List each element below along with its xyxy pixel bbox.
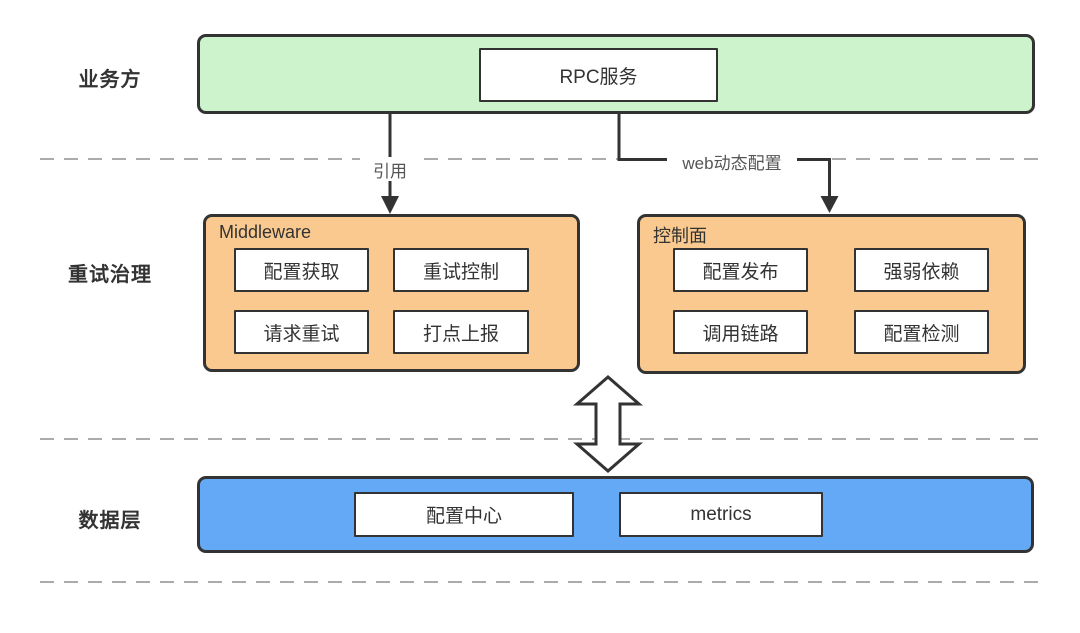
middleware-item-box: 打点上报 <box>393 310 529 354</box>
middleware-item-label: 配置获取 <box>263 261 340 283</box>
middleware-item-label: 重试控制 <box>422 261 499 283</box>
layer-label-data: 数据层 <box>78 510 142 532</box>
layer-divider-3 <box>40 581 1044 583</box>
business-container: RPC服务 <box>197 34 1035 114</box>
control-plane-item-label: 调用链路 <box>702 323 779 345</box>
reference-arrow-label: 引用 <box>360 157 420 181</box>
control-plane-item-label: 配置发布 <box>702 261 779 283</box>
metrics-box: metrics <box>619 492 823 537</box>
rpc-service-box: RPC服务 <box>479 48 718 102</box>
middleware-item-box: 重试控制 <box>393 248 529 292</box>
config-center-box: 配置中心 <box>354 492 574 537</box>
middleware-item-label: 打点上报 <box>422 323 499 345</box>
layer-label-business: 业务方 <box>78 69 142 91</box>
middleware-item-box: 请求重试 <box>234 310 369 354</box>
control-plane-item-box: 配置发布 <box>673 248 808 292</box>
control-plane-item-box: 配置检测 <box>854 310 989 354</box>
metrics-label: metrics <box>690 503 752 525</box>
config-center-label: 配置中心 <box>425 506 502 527</box>
layer-divider-1 <box>40 158 1044 160</box>
rpc-service-label: RPC服务 <box>559 66 638 88</box>
middleware-container: Middleware 配置获取 重试控制 请求重试 打点上报 <box>203 214 580 372</box>
control-plane-title: 控制面 <box>653 226 707 246</box>
middleware-item-label: 请求重试 <box>263 323 340 345</box>
middleware-title: Middleware <box>219 222 312 242</box>
sync-double-arrow <box>572 375 644 473</box>
layer-label-retry: 重试治理 <box>68 264 152 286</box>
data-layer-container: 配置中心 metrics <box>197 476 1034 553</box>
middleware-item-box: 配置获取 <box>234 248 369 292</box>
control-plane-item-label: 强弱依赖 <box>883 261 960 283</box>
web-config-arrow-label: web动态配置 <box>667 149 797 173</box>
control-plane-item-label: 配置检测 <box>883 323 960 345</box>
control-plane-item-box: 强弱依赖 <box>854 248 989 292</box>
control-plane-container: 控制面 配置发布 强弱依赖 调用链路 配置检测 <box>637 214 1026 374</box>
control-plane-item-box: 调用链路 <box>673 310 808 354</box>
layer-divider-2 <box>40 438 1044 440</box>
